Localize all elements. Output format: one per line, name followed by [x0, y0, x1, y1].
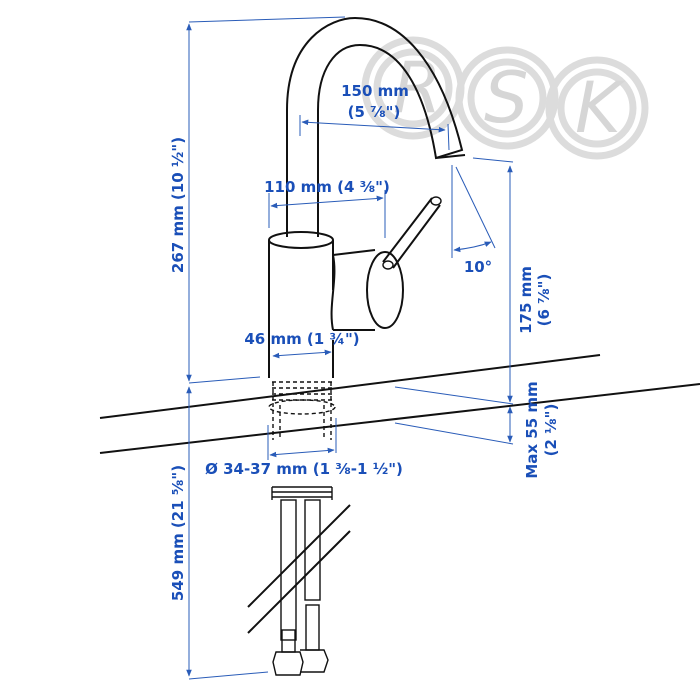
spout-reach-in-label: (5 ⅞")	[348, 103, 401, 121]
angle-label: 10°	[464, 258, 492, 276]
body	[268, 240, 334, 378]
hose-length-label: 549 mm (21 ⅝")	[169, 465, 187, 601]
svg-text:R: R	[393, 47, 442, 129]
break-lines	[247, 504, 351, 634]
countertop	[99, 354, 700, 454]
svg-text:S: S	[484, 57, 528, 139]
spout	[286, 16, 464, 237]
spout-reach-mm-label: 150 mm	[341, 82, 409, 100]
hole-diameter-label: Ø 34-37 mm (1 ⅜-1 ½")	[205, 460, 403, 478]
svg-text:K: K	[575, 67, 626, 149]
watermark-logo: R S K	[361, 36, 649, 160]
dimension-lines	[186, 16, 514, 680]
faucet	[247, 16, 466, 676]
hoses	[272, 499, 329, 676]
handle-width-label: 110 mm (4 ⅜")	[264, 178, 390, 196]
total-height-label: 267 mm (10 ½")	[169, 137, 187, 273]
spout-height-in-label: (6 ⅞")	[535, 274, 553, 327]
thread-shank	[268, 381, 336, 440]
handle	[330, 249, 376, 331]
lever	[382, 197, 441, 269]
spout-height-mm-label: 175 mm	[517, 266, 535, 334]
thread-nut	[271, 486, 333, 500]
max-thickness-in-label: (2 ⅛")	[542, 404, 560, 457]
body-diameter-label: 46 mm (1 ¾")	[244, 330, 359, 348]
max-thickness-mm-label: Max 55 mm	[523, 381, 541, 478]
